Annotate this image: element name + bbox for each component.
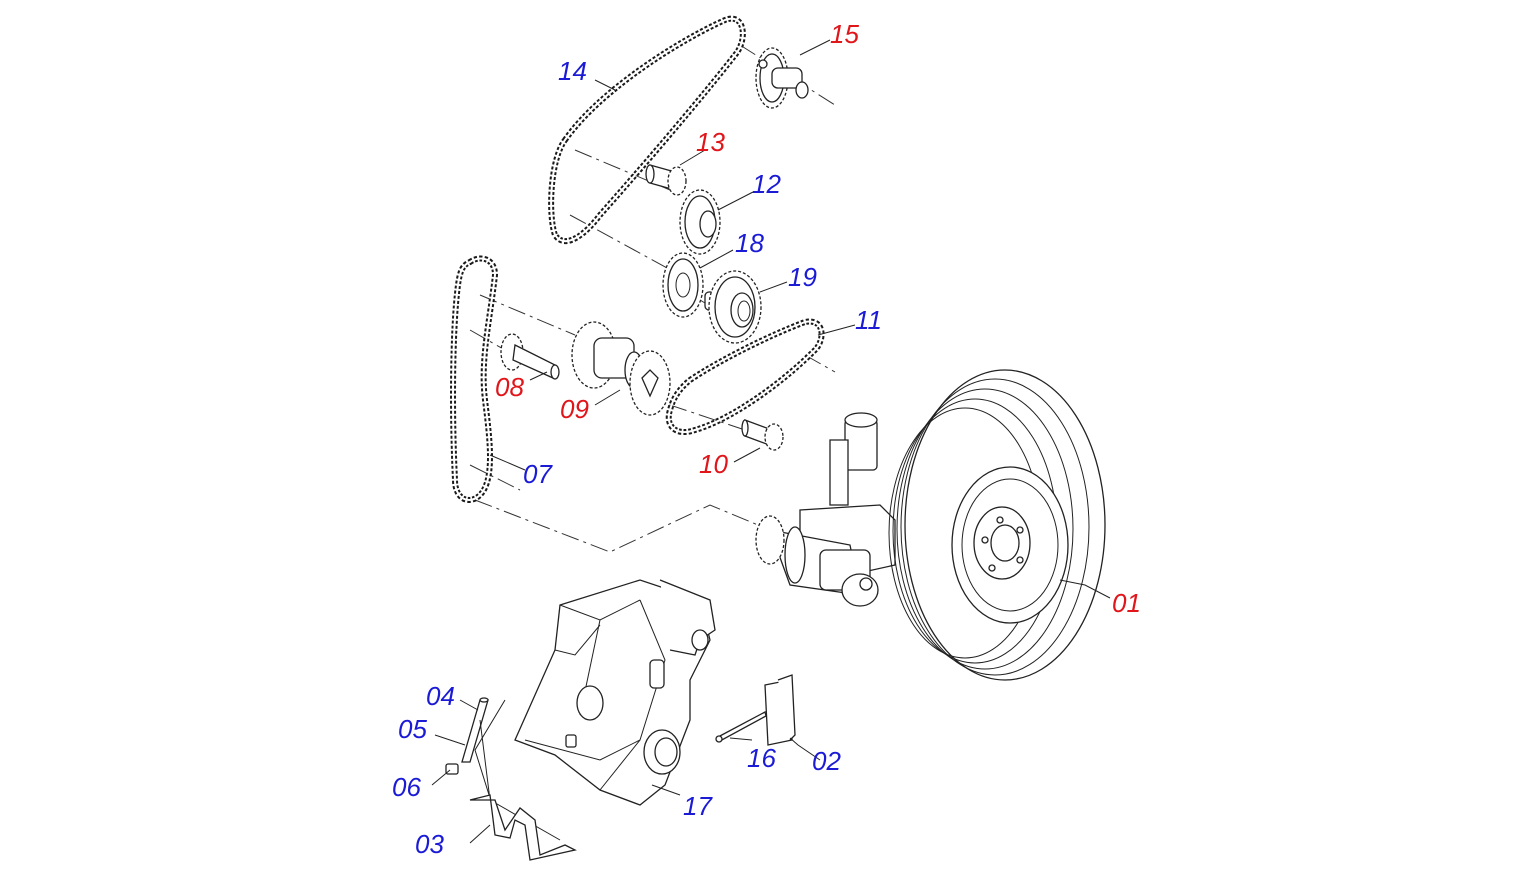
callout-05: 05 — [398, 714, 427, 744]
sprocket-12 — [679, 189, 721, 255]
callout-labels: 01 02 03 04 05 06 07 08 09 10 11 12 13 1… — [392, 19, 1141, 859]
callout-11: 11 — [855, 305, 882, 335]
shaft-08 — [500, 333, 560, 380]
callout-02: 02 — [812, 746, 841, 776]
callout-12: 12 — [752, 169, 781, 199]
sprocket-18 — [662, 252, 704, 318]
wheel-assembly-01 — [755, 369, 1106, 681]
callout-18: 18 — [735, 228, 764, 258]
callout-06: 06 — [392, 772, 421, 802]
callout-08: 08 — [495, 372, 524, 402]
guide-03 — [469, 699, 577, 861]
chain-07 — [450, 255, 499, 503]
sprocket-15 — [755, 47, 809, 109]
callout-16: 16 — [747, 743, 776, 773]
callout-13: 13 — [696, 127, 725, 157]
chain-11 — [665, 318, 825, 435]
callout-01: 01 — [1112, 588, 1141, 618]
pin-04 — [461, 697, 489, 763]
callout-19: 19 — [788, 262, 817, 292]
chain-14 — [548, 15, 746, 244]
callout-14: 14 — [558, 56, 587, 86]
sprocket-19 — [704, 270, 762, 344]
double-sprocket-09 — [571, 321, 671, 416]
leader-lines — [431, 39, 1111, 844]
callout-04: 04 — [426, 681, 455, 711]
bracket-02 — [764, 674, 796, 746]
frame-bracket-17 — [514, 579, 716, 806]
callout-03: 03 — [415, 829, 444, 859]
pin-16 — [715, 711, 767, 743]
callout-15: 15 — [830, 19, 859, 49]
callout-07: 07 — [523, 459, 553, 489]
washer-06 — [445, 763, 459, 775]
callout-09: 09 — [560, 394, 589, 424]
shaft-13 — [645, 164, 687, 196]
shaft-10 — [741, 419, 784, 451]
callout-17: 17 — [683, 791, 713, 821]
callout-10: 10 — [699, 449, 728, 479]
